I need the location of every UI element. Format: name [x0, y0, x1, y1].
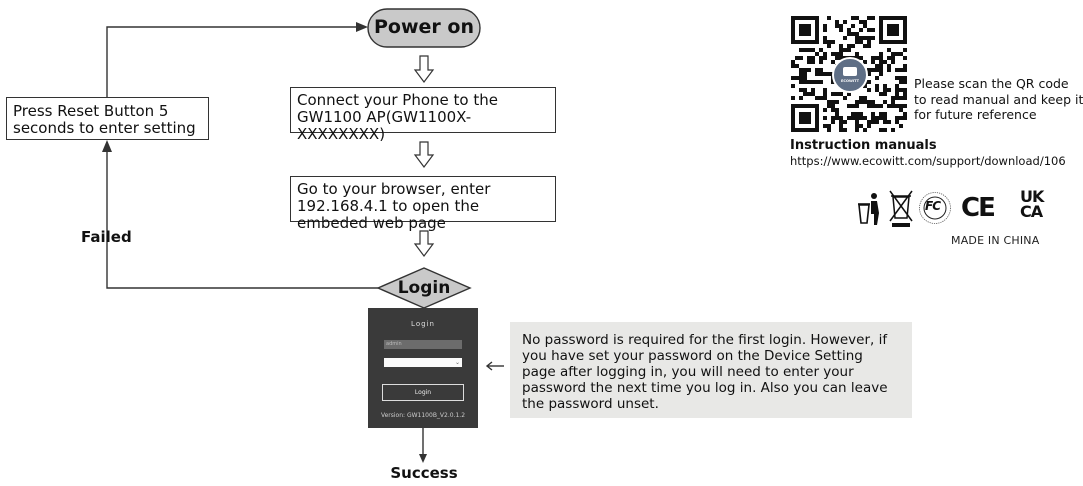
login-screen-title: Login — [411, 320, 435, 328]
arrow-right-icon — [356, 22, 368, 32]
failed-label: Failed — [81, 228, 132, 246]
reset-box: Press Reset Button 5 seconds to enter se… — [6, 97, 209, 140]
fc-icon: FC — [925, 199, 941, 213]
weee-bin-icon — [889, 190, 913, 227]
login-button[interactable]: Login — [382, 384, 464, 401]
loop-connector-top — [106, 26, 356, 97]
arrow-left-icon — [485, 361, 493, 371]
arrow-down-icon — [413, 55, 435, 83]
password-note: No password is required for the first lo… — [510, 322, 912, 418]
password-dropdown[interactable]: ⌄ — [384, 358, 462, 367]
arrow-down-icon — [419, 454, 427, 463]
recycle-icon — [858, 193, 879, 225]
step-browser-box: Go to your browser, enter 192.168.4.1 to… — [290, 176, 556, 232]
chevron-down-icon: ⌄ — [454, 359, 460, 366]
uk-mark: UK — [1020, 187, 1044, 206]
manuals-heading: Instruction manuals — [790, 138, 937, 153]
logo-text: ECOWITT — [841, 79, 859, 83]
arrow-down-icon — [413, 230, 435, 257]
step-connect-box: Connect your Phone to the GW1100 AP(GW11… — [290, 87, 556, 143]
login-screen-panel: Login admin ⌄ Login Version: GW1100B_V2.… — [368, 308, 478, 428]
qr-code[interactable]: ECOWITT — [790, 16, 908, 132]
success-label: Success — [390, 464, 458, 482]
loop-connector-bottom — [106, 152, 378, 289]
login-diamond — [376, 267, 472, 309]
rohs-seal-icon — [919, 192, 951, 224]
arrow-down-icon — [413, 141, 435, 168]
ukca-icon: UK CA — [1020, 187, 1044, 221]
username-field[interactable]: admin — [384, 340, 462, 349]
cloud-icon — [843, 67, 857, 76]
power-on-pill — [367, 8, 481, 48]
ca-mark: CA — [1020, 202, 1043, 221]
power-on-label: Power on — [374, 16, 474, 38]
qr-code-image — [791, 16, 907, 132]
made-in-label: MADE IN CHINA — [951, 234, 1040, 247]
ce-icon: CE — [961, 193, 996, 223]
version-text: Version: GW1100B_V2.0.1.2 — [380, 412, 466, 419]
scan-instructions: Please scan the QR code to read manual a… — [914, 76, 1083, 122]
manuals-url[interactable]: https://www.ecowitt.com/support/download… — [790, 154, 1066, 168]
arrow-up-icon — [102, 140, 112, 152]
login-label: Login — [397, 278, 451, 298]
ecowitt-logo: ECOWITT — [832, 57, 868, 93]
